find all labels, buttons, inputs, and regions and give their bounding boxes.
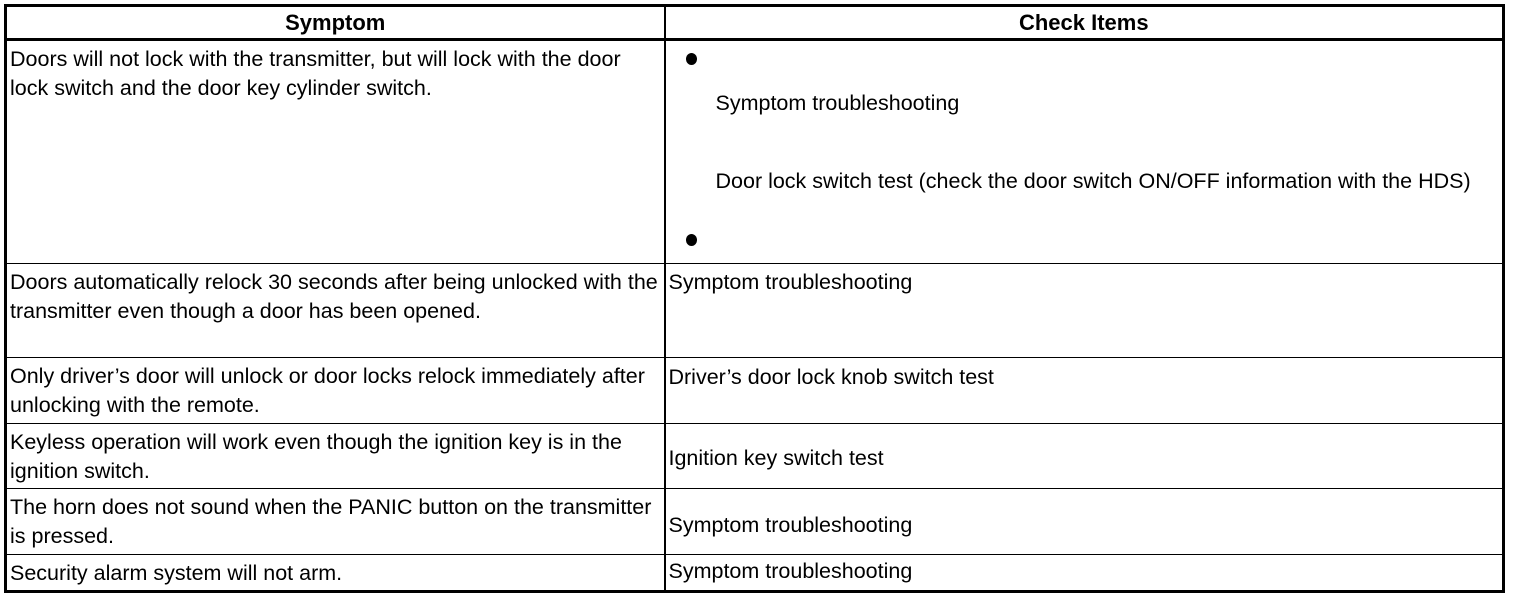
- column-header-check-items: Check Items: [663, 5, 1504, 41]
- check-items-cell: Symptom troubleshooting: [663, 488, 1504, 555]
- check-item-text: Driver’s door lock knob switch test: [668, 365, 994, 389]
- bullet-icon: [685, 53, 697, 65]
- table-row: Keyless operation will work even though …: [5, 423, 1504, 489]
- check-items-cell: Ignition key switch test: [663, 423, 1504, 489]
- symptom-check-items-table: Symptom Check Items Doors will not lock …: [4, 4, 1505, 593]
- check-item-text: Door lock switch test (check the door sw…: [715, 169, 1471, 193]
- table-row: Security alarm system will not arm. Symp…: [5, 554, 1504, 593]
- column-header-symptom: Symptom: [5, 5, 665, 41]
- table-row: Only driver’s door will unlock or door l…: [5, 357, 1504, 424]
- symptom-text: Only driver’s door will unlock or door l…: [10, 364, 645, 417]
- check-items-cell: Symptom troubleshooting Door lock switch…: [663, 39, 1504, 264]
- symptom-text: Doors will not lock with the transmitter…: [10, 47, 621, 100]
- check-item-text: Symptom troubleshooting: [668, 513, 913, 537]
- table-row: The horn does not sound when the PANIC b…: [5, 488, 1504, 555]
- symptom-cell: Keyless operation will work even though …: [5, 423, 665, 489]
- symptom-text: Security alarm system will not arm.: [10, 561, 343, 585]
- symptom-cell: Only driver’s door will unlock or door l…: [5, 357, 665, 424]
- symptom-cell: Security alarm system will not arm.: [5, 554, 665, 593]
- list-item: Symptom troubleshooting: [666, 41, 1503, 118]
- check-items-cell: Driver’s door lock knob switch test: [663, 357, 1504, 424]
- bullet-icon: [685, 234, 697, 246]
- table-row: Doors will not lock with the transmitter…: [5, 39, 1504, 264]
- check-item-text: Symptom troubleshooting: [668, 270, 913, 294]
- symptom-cell: Doors will not lock with the transmitter…: [5, 39, 665, 264]
- symptom-text: Doors automatically relock 30 seconds af…: [10, 270, 658, 323]
- check-item-text: Symptom troubleshooting: [715, 91, 960, 115]
- check-items-cell: Symptom troubleshooting: [663, 263, 1504, 358]
- symptom-text: Keyless operation will work even though …: [10, 430, 622, 483]
- check-items-cell: Symptom troubleshooting: [663, 554, 1504, 593]
- list-item: Door lock switch test (check the door sw…: [666, 118, 1503, 246]
- column-header-symptom-label: Symptom: [285, 9, 386, 35]
- table-row: Doors automatically relock 30 seconds af…: [5, 263, 1504, 358]
- table-header-row: Symptom Check Items: [5, 5, 1504, 41]
- symptom-text: The horn does not sound when the PANIC b…: [10, 495, 652, 548]
- check-item-text: Ignition key switch test: [668, 446, 884, 470]
- symptom-cell: Doors automatically relock 30 seconds af…: [5, 263, 665, 358]
- column-header-check-items-label: Check Items: [1018, 9, 1149, 35]
- check-items-bullet-list: Symptom troubleshooting Door lock switch…: [666, 41, 1503, 246]
- symptom-cell: The horn does not sound when the PANIC b…: [5, 488, 665, 555]
- check-item-text: Symptom troubleshooting: [668, 559, 913, 583]
